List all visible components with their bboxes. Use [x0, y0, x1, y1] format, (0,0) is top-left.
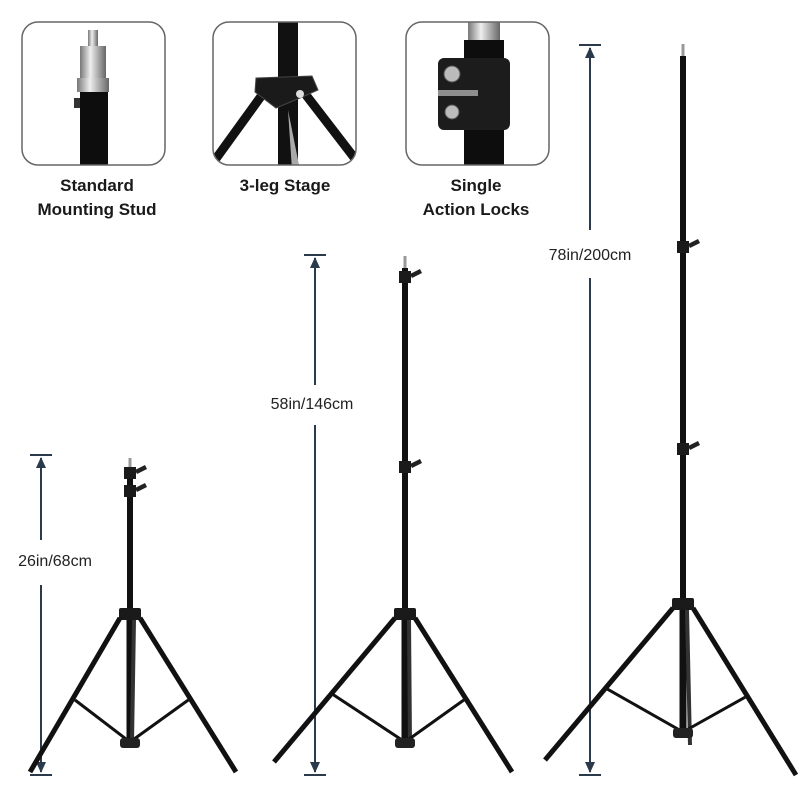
arrow-up-icon [36, 457, 46, 468]
action-lock-icon [677, 241, 689, 253]
feature-label-line1: Single [450, 176, 501, 195]
mounting-stud-icon [74, 30, 109, 165]
dimension-min: 26in/68cm [18, 454, 92, 776]
mounting-stud-detail: Standard Mounting Stud [21, 21, 166, 219]
tripod-medium [272, 256, 515, 774]
tripod-extended [543, 44, 799, 777]
feature-label-line1: Standard [60, 176, 134, 195]
dimension-mid-label: 58in/146cm [271, 396, 354, 413]
dimension-min-label: 26in/68cm [18, 553, 92, 570]
feature-label-line1: 3-leg Stage [240, 176, 331, 195]
arrow-down-icon [310, 762, 320, 773]
action-lock-icon [438, 22, 510, 165]
dimension-max: 78in/200cm [549, 44, 632, 776]
action-lock-icon [677, 443, 689, 455]
dimension-max-label: 78in/200cm [549, 247, 632, 264]
dimension-mid: 58in/146cm [271, 254, 354, 776]
feature-label-line2: Action Locks [423, 200, 530, 219]
arrow-down-icon [585, 762, 595, 773]
arrow-down-icon [36, 762, 46, 773]
action-lock-icon [124, 485, 136, 497]
arrow-up-icon [310, 257, 320, 268]
tripod-collapsed [27, 458, 239, 774]
action-lock-icon [124, 467, 136, 479]
leg-hub-icon [213, 22, 356, 165]
feature-label-line2: Mounting Stud [38, 200, 157, 219]
leg-stage-detail: 3-leg Stage [212, 21, 357, 195]
arrow-up-icon [585, 47, 595, 58]
action-lock-icon [399, 271, 411, 283]
action-lock-icon [399, 461, 411, 473]
action-lock-detail: Single Action Locks [405, 21, 550, 219]
